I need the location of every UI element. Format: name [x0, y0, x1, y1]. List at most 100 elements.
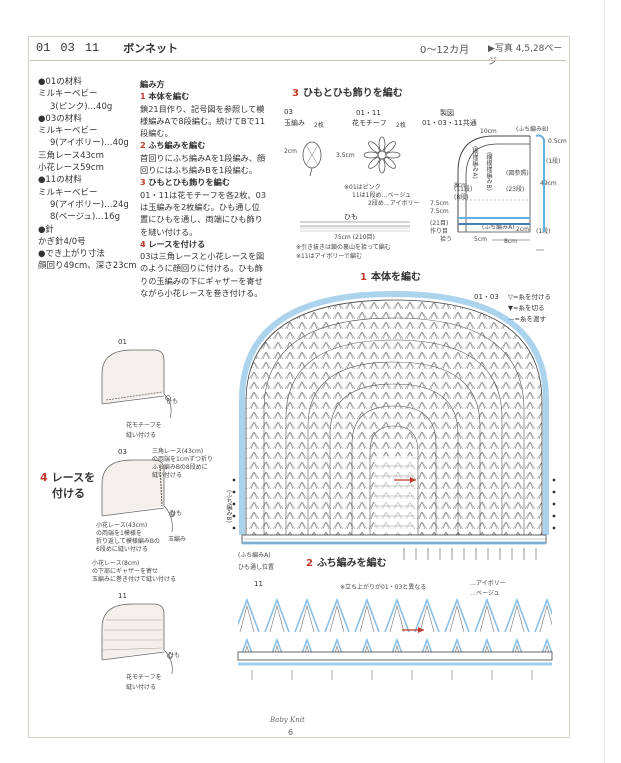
step-number: 4: [140, 238, 146, 249]
string-note: ※引き抜きは鎖の裏山を拾って編む: [296, 244, 391, 251]
chart-note: ※立ち上がりが01・03と異なる: [340, 584, 427, 591]
material-line: ミルキーベビー: [38, 89, 98, 100]
page-title: ボンネット: [123, 42, 178, 55]
ball-id: 03: [284, 108, 293, 116]
figure-label: の両端を1模様を: [96, 530, 142, 537]
material-line: ●03の材料: [38, 113, 82, 124]
flower-label: 花モチーフ: [352, 119, 387, 127]
plan-title: 製図: [440, 109, 454, 117]
material-line: 3(ピンク)…40g: [50, 101, 113, 112]
section-title-text: 本体を編む: [370, 272, 421, 283]
plan-label: (ふち編みB): [516, 126, 549, 133]
material-line: 8(ベージュ)…16g: [50, 212, 120, 223]
step-number: 1: [140, 91, 146, 102]
figure-label: 小花レース(43cm): [96, 522, 148, 529]
step-title: レースを付ける: [148, 238, 206, 249]
plan-diagram: [457, 134, 545, 251]
footer-brand: Baby Knit: [270, 716, 305, 724]
plan-label: (8段): [454, 194, 469, 201]
section-title-text: ひもとひも飾りを編む: [302, 88, 403, 99]
plan-label: (模様編みA): [471, 146, 478, 179]
plan-label: 2cm: [516, 226, 529, 233]
ball-label: 玉編み: [284, 119, 305, 127]
figure-label: 縫い付ける: [126, 432, 157, 439]
material-line: かぎ針4/0号: [38, 236, 86, 247]
bonnet-figure-03: [101, 459, 175, 533]
flower-count: 2枚: [396, 122, 406, 129]
step-text: 01・11は花モチーフを各2枚、03は玉編みを2枚編む。ひも通し位置にひもを通し…: [140, 189, 267, 237]
material-line: ミルキーベビー: [38, 126, 98, 137]
pattern-num: 03: [60, 41, 75, 55]
plan-label: 7.5cm: [430, 208, 449, 215]
header-bar: 01 03 11 ボンネット 0〜12カ月 ▶写真 4,5,28ページ: [30, 38, 566, 67]
chart-bottom-label: ひも通し位置: [238, 564, 275, 571]
section-number: 4: [40, 471, 48, 484]
step-title: ふち編みを編む: [148, 140, 206, 151]
material-line: ●でき上がり寸法: [38, 249, 105, 260]
page-number: 6: [288, 728, 294, 737]
plan-label: (11段): [454, 186, 473, 193]
plan-label: 10cm: [480, 128, 497, 135]
legend-item: …ベージュ: [470, 590, 500, 597]
material-line: ●針: [38, 224, 54, 235]
plan-label: (横模様編みB): [485, 152, 492, 191]
bonnet-figure-11: [101, 603, 173, 675]
plan-label: (図参照): [506, 170, 529, 177]
chart-legend: ▽=糸を付ける ▼=糸を切る —=糸を渡す: [508, 292, 551, 325]
plan-label: 8cm: [504, 238, 517, 245]
age-range: 0〜12カ月: [420, 45, 470, 56]
section-title-text: ふち編みを編む: [316, 558, 387, 569]
plan-label: 49cm: [540, 180, 557, 187]
plan-label: 8cm: [454, 182, 467, 189]
chart-bottom-label: (ふち編みA): [238, 552, 271, 559]
chart-id: 01・03: [474, 293, 499, 301]
step-text: 鎖21目作り、記号図を参照して模様編みAで8段編む。続けてBで11段編む。: [140, 103, 266, 139]
figure-label: ふち編みBの8段めに: [152, 464, 208, 471]
flower-note: ※01はピンク: [344, 184, 381, 191]
plan-label: 作り目: [430, 228, 449, 235]
instructions-heading: 編み方: [140, 79, 165, 89]
figure-label: 縫い付ける: [126, 684, 157, 691]
string-note: ※11はアイボリーで編む: [296, 253, 363, 260]
step-number: 2: [140, 140, 146, 151]
figure-label: 花モチーフを: [126, 674, 162, 681]
string-length: 75cm (210目): [334, 234, 375, 241]
section-number: 1: [360, 272, 367, 283]
instructions: 編み方 1 本体を編む 鎖21目作り、記号図を参照して模様編みAで8段編む。続け…: [140, 78, 268, 299]
figure-id: 01: [118, 338, 127, 346]
section3-drawings: [300, 134, 545, 251]
figure-label: 花モチーフを: [126, 422, 162, 429]
materials-list: ●01の材料 ミルキーベビー 3(ピンク)…40g ●03の材料 ミルキーベビー…: [38, 76, 137, 273]
page-edge: [604, 0, 621, 763]
step-text: 首回りにふち編みAを1段編み、顔回りにはふち編みBを1段編む。: [140, 152, 266, 176]
plan-label: (ふち編みA): [482, 224, 515, 231]
bonnet-figure-01: [101, 349, 172, 419]
material-line: 顔回り49cm、深さ23cm: [38, 261, 137, 272]
figure-id: 11: [118, 592, 127, 600]
plan-label: 5cm: [474, 236, 487, 243]
ball-count: 2枚: [314, 122, 324, 129]
figure-label: 縫い付ける: [152, 472, 183, 479]
material-line: 9(アイボリー)…24g: [50, 199, 129, 210]
flower-size: 3.5cm: [336, 152, 355, 159]
legend-item: …アイボリー: [470, 580, 506, 587]
legend-item: ▼=糸を切る: [508, 304, 545, 312]
section-title-text: レースを: [51, 471, 96, 484]
legend-item: —=糸を渡す: [508, 315, 546, 323]
plan-label: 拾う: [440, 236, 453, 243]
step-number: 3: [140, 177, 146, 188]
main-crochet-chart: [232, 290, 556, 560]
step-title: ひもとひも飾りを編む: [148, 177, 231, 188]
figure-label: ひも: [166, 398, 179, 405]
plan-label: 0.5cm: [548, 138, 567, 145]
page-frame: [28, 36, 570, 738]
pattern-numbers: 01 03 11: [30, 41, 99, 55]
flower-id: 01・11: [356, 109, 381, 117]
section-title-text: 付ける: [52, 487, 85, 500]
plan-label: (23段): [506, 186, 525, 193]
ball-size: 2cm: [284, 148, 297, 155]
material-line: 三角レース43cm: [38, 150, 104, 161]
